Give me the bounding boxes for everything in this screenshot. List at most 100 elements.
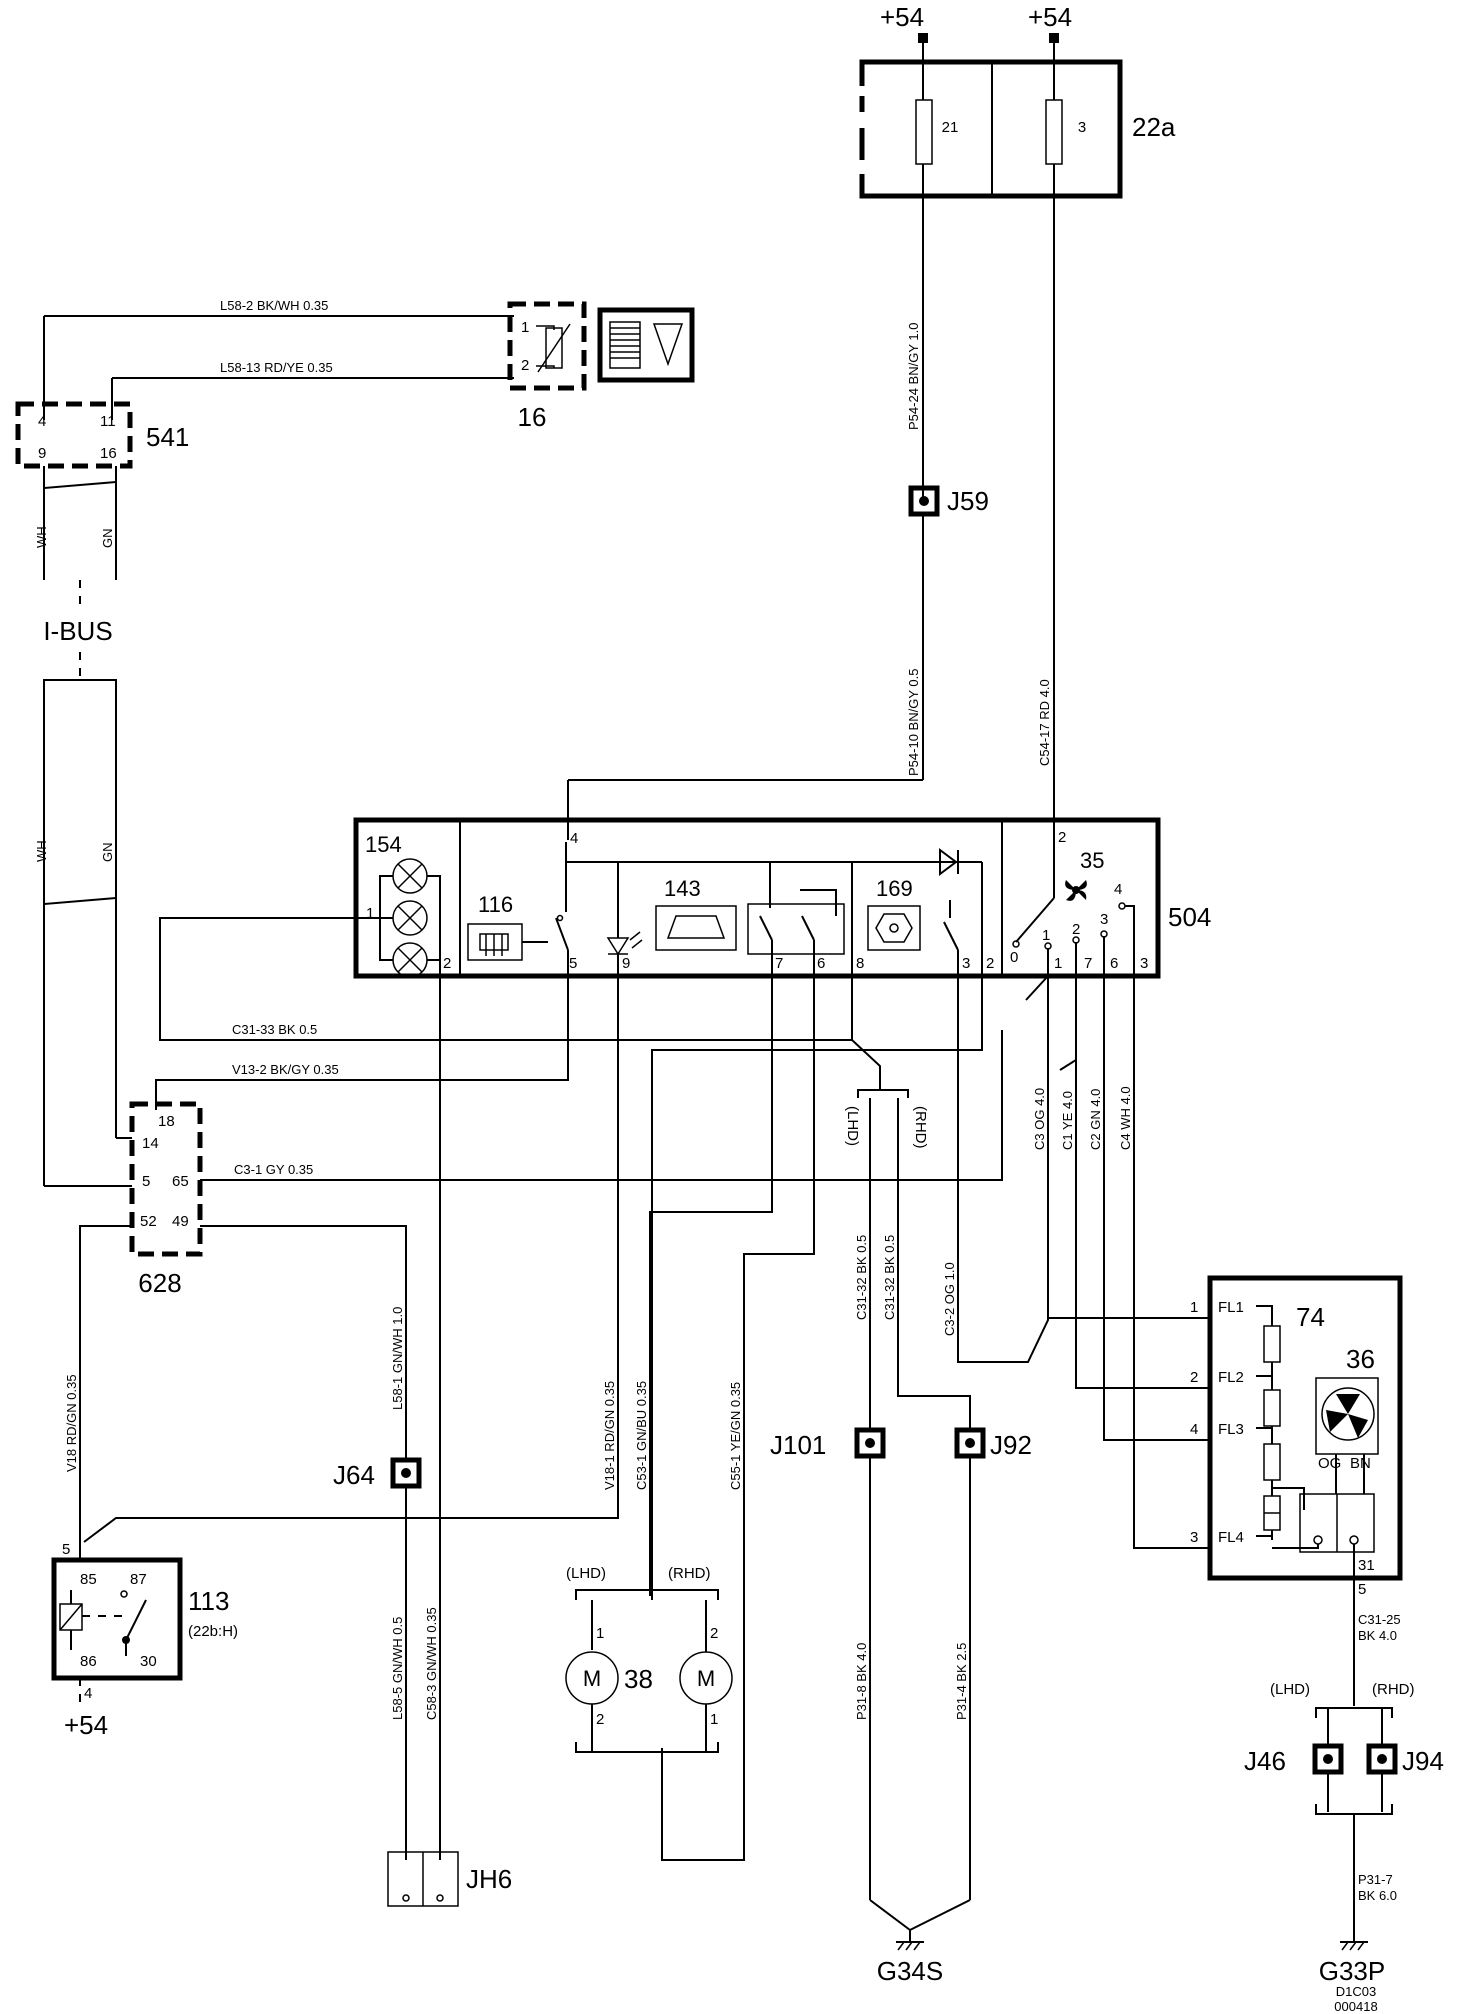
- component-38: (LHD) (RHD) M M 1 2 2 1 38: [565, 1565, 733, 1753]
- svg-text:52: 52: [140, 1213, 157, 1230]
- wire-c31-33: [159, 917, 853, 1041]
- svg-text:P31-7: P31-7: [1358, 1872, 1393, 1887]
- svg-text:L58-1 GN/WH 1.0: L58-1 GN/WH 1.0: [390, 1307, 405, 1410]
- supply-label: +54: [1028, 2, 1072, 32]
- ground-icon: [1340, 1941, 1368, 1951]
- supply-label: +54: [880, 2, 924, 32]
- wire-c3: [1047, 1000, 1210, 1319]
- svg-text:6: 6: [1110, 955, 1118, 972]
- svg-text:1: 1: [1054, 955, 1062, 972]
- svg-text:2: 2: [710, 1625, 718, 1642]
- sun-sensor-icon: [609, 321, 684, 369]
- svg-text:2: 2: [521, 357, 529, 374]
- component-541: 4 11 9 16 541: [15, 401, 189, 469]
- svg-text:16: 16: [100, 445, 117, 462]
- svg-text:3: 3: [962, 955, 970, 972]
- svg-text:WH: WH: [34, 526, 49, 548]
- svg-text:14: 14: [142, 1135, 159, 1152]
- svg-text:(LHD): (LHD): [566, 1565, 606, 1582]
- rear-window-icon: [666, 915, 726, 939]
- fan-icon: [1321, 1387, 1375, 1441]
- svg-text:2: 2: [1072, 921, 1080, 938]
- switch-icon: [759, 915, 815, 941]
- svg-text:7: 7: [775, 955, 783, 972]
- svg-text:C55-1 YE/GN 0.35: C55-1 YE/GN 0.35: [728, 1382, 743, 1490]
- wire-c4: [1133, 976, 1210, 1549]
- wire-c3-1: [200, 1030, 1003, 1181]
- wire-label: P54-24 BN/GY 1.0: [906, 323, 921, 430]
- component-id: 35: [1080, 848, 1104, 873]
- svg-text:L58-2 BK/WH 0.35: L58-2 BK/WH 0.35: [220, 298, 328, 313]
- junction-label: J101: [770, 1430, 826, 1460]
- wire-c55-1: [661, 976, 815, 1861]
- component-id: 504: [1168, 902, 1211, 932]
- wire-c2: [1103, 976, 1210, 1441]
- component-id: 74: [1296, 1302, 1325, 1332]
- svg-text:V18 RD/GN 0.35: V18 RD/GN 0.35: [64, 1374, 79, 1472]
- supply-label: +54: [64, 1710, 108, 1740]
- svg-text:1: 1: [366, 905, 374, 922]
- svg-text:31: 31: [1358, 1557, 1375, 1574]
- ground-label: G34S: [877, 1956, 944, 1986]
- svg-text:4: 4: [1114, 881, 1122, 898]
- svg-text:65: 65: [172, 1173, 189, 1190]
- wire-v13-2: [155, 976, 569, 1110]
- svg-text:1: 1: [521, 319, 529, 336]
- svg-text:4: 4: [38, 413, 46, 430]
- junction-j92: J92: [954, 1427, 1032, 1460]
- junction-label: JH6: [466, 1864, 512, 1894]
- component-id: 113: [188, 1586, 229, 1616]
- svg-text:5: 5: [1358, 1581, 1366, 1598]
- drawing-code: D1C03: [1336, 1984, 1376, 1999]
- heater-icon: [479, 933, 509, 956]
- svg-text:GN: GN: [100, 529, 115, 549]
- wire-l58-1: [200, 1225, 407, 1460]
- svg-text:3: 3: [1140, 955, 1148, 972]
- svg-text:C4 WH 4.0: C4 WH 4.0: [1118, 1086, 1133, 1150]
- svg-text:3: 3: [1190, 1529, 1198, 1546]
- led-icon: [606, 931, 643, 956]
- svg-text:6: 6: [817, 955, 825, 972]
- junction-j64: J64: [333, 1457, 422, 1490]
- svg-text:M: M: [697, 1666, 715, 1691]
- svg-text:C3-2 OG 1.0: C3-2 OG 1.0: [942, 1262, 957, 1336]
- svg-text:9: 9: [622, 955, 630, 972]
- svg-text:BK 6.0: BK 6.0: [1358, 1888, 1397, 1903]
- svg-text:(LHD): (LHD): [844, 1106, 861, 1146]
- svg-text:5: 5: [569, 955, 577, 972]
- svg-text:4: 4: [570, 830, 578, 847]
- wire-v18: [79, 1225, 132, 1542]
- svg-text:11: 11: [100, 413, 116, 430]
- svg-text:FL4: FL4: [1218, 1529, 1244, 1546]
- svg-text:49: 49: [172, 1213, 189, 1230]
- component-id: 628: [138, 1268, 181, 1298]
- svg-text:(22b:H): (22b:H): [188, 1623, 238, 1640]
- svg-text:1: 1: [1190, 1299, 1198, 1316]
- junction-label: J94: [1402, 1746, 1444, 1776]
- svg-text:3: 3: [1100, 911, 1108, 928]
- svg-text:18: 18: [158, 1113, 175, 1130]
- resistor-icon: [1263, 1389, 1281, 1427]
- svg-text:9: 9: [38, 445, 46, 462]
- svg-text:2: 2: [986, 955, 994, 972]
- svg-text:0: 0: [1010, 949, 1018, 966]
- fusebox-22a: +54 +54 21 3 22a: [859, 2, 1176, 199]
- svg-text:5: 5: [142, 1173, 150, 1190]
- svg-text:P31-8 BK 4.0: P31-8 BK 4.0: [854, 1643, 869, 1720]
- wire-c53-1: [649, 976, 773, 1596]
- component-id: 116: [478, 892, 513, 917]
- svg-text:2: 2: [1190, 1369, 1198, 1386]
- svg-text:FL3: FL3: [1218, 1421, 1244, 1438]
- svg-text:GN: GN: [100, 843, 115, 863]
- svg-text:V18-1 RD/GN 0.35: V18-1 RD/GN 0.35: [602, 1381, 617, 1490]
- junction-label: J64: [333, 1460, 375, 1490]
- wire-label: P54-10 BN/GY 0.5: [906, 669, 921, 776]
- component-id: 38: [624, 1664, 653, 1694]
- component-74: 1 2 4 3 FL1 FL2 FL3 FL4 74 36: [1190, 1275, 1403, 1581]
- wire-c1: [1075, 976, 1210, 1389]
- svg-text:2: 2: [1058, 829, 1066, 846]
- svg-text:C58-3 GN/WH 0.35: C58-3 GN/WH 0.35: [424, 1607, 439, 1720]
- component-id: 154: [365, 832, 402, 857]
- svg-text:C1 YE 4.0: C1 YE 4.0: [1060, 1091, 1075, 1150]
